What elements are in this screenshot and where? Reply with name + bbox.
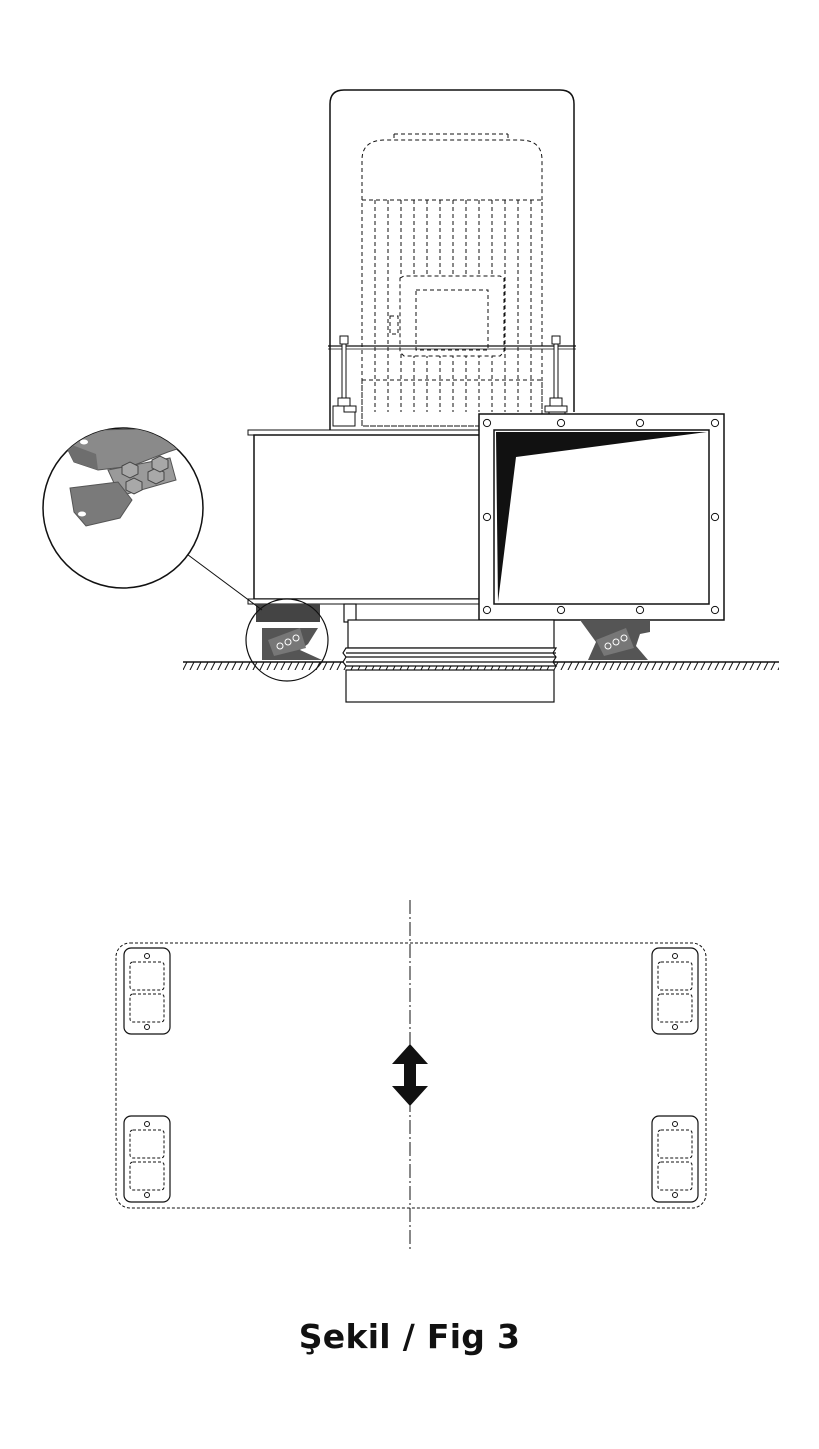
outlet-bellows — [342, 603, 558, 703]
right-mounting-bolt — [544, 335, 568, 417]
left-mounting-bolt — [332, 335, 357, 427]
double-arrow-icon — [392, 1044, 428, 1106]
mount-pad-bottom-right — [651, 1115, 699, 1203]
mount-pad-top-left — [123, 947, 171, 1035]
detail-highlight-circle — [245, 598, 329, 682]
assembly-elevation-view — [42, 89, 779, 703]
mount-pad-top-right — [651, 947, 699, 1035]
base-outline — [115, 942, 707, 1209]
hidden-motor — [361, 133, 543, 427]
left-vibration-mount — [256, 604, 322, 660]
fan-housing — [247, 429, 497, 605]
inlet-flange — [478, 413, 725, 621]
figure-caption: Şekil / Fig 3 — [298, 1317, 521, 1356]
right-vibration-mount — [580, 620, 650, 660]
base-footprint-plan — [115, 900, 707, 1250]
mount-pad-bottom-left — [123, 1115, 171, 1203]
motor-cover — [329, 89, 575, 433]
mount-detail-zoom — [42, 427, 204, 589]
